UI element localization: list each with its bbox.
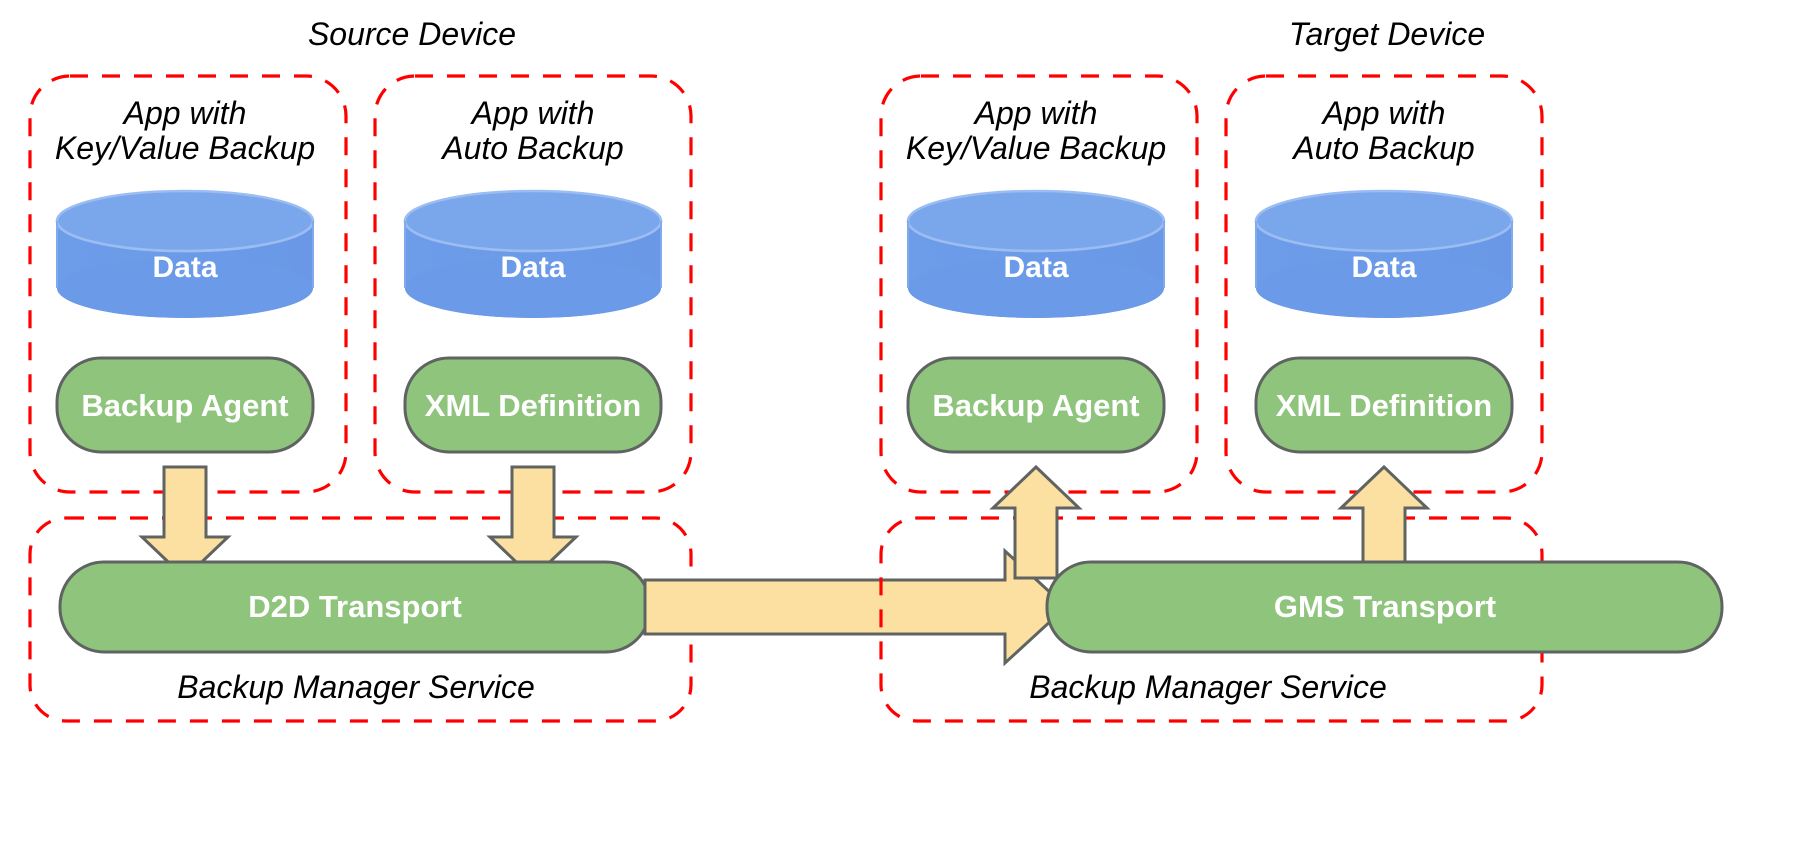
transport-gms: [1045, 560, 1724, 654]
arrow-up-target-keyvalue: [989, 464, 1083, 580]
transport-d2d: [58, 560, 652, 654]
data-cylinder-source-keyvalue: [55, 189, 315, 318]
data-cylinder-target-keyvalue: [906, 189, 1166, 318]
arrow-down-source-auto: [486, 465, 580, 581]
component-xml-definition-source: [403, 356, 663, 454]
data-cylinder-source-auto: [403, 189, 663, 318]
app-label-target-keyvalue: App with Key/Value Backup: [905, 95, 1167, 166]
service-label-source: Backup Manager Service: [177, 669, 535, 705]
data-cylinder-target-auto: [1254, 189, 1514, 318]
component-backup-agent-source: [55, 356, 315, 454]
app-label-source-auto: App with Auto Backup: [442, 95, 624, 166]
service-label-target: Backup Manager Service: [1029, 669, 1387, 705]
component-xml-definition-target: [1254, 356, 1514, 454]
arrow-transfer-d2d-to-gms: [643, 547, 1069, 667]
device-title-source: Source Device: [307, 16, 517, 52]
arrow-down-source-keyvalue: [138, 465, 232, 581]
component-backup-agent-target: [906, 356, 1166, 454]
app-label-source-keyvalue: App with Key/Value Backup: [54, 95, 316, 166]
app-label-target-auto: App with Auto Backup: [1293, 95, 1475, 166]
device-title-target: Target Device: [1288, 16, 1486, 52]
